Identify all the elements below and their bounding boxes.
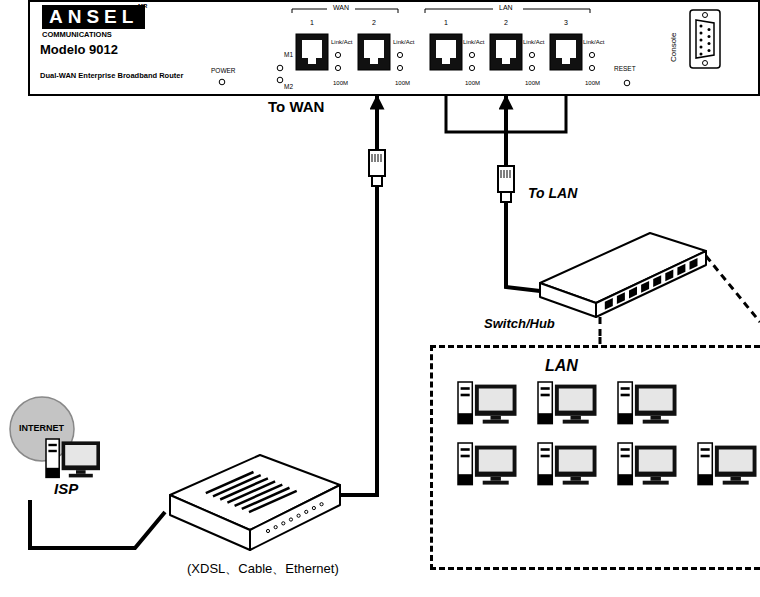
led-label: Link/Act (331, 39, 352, 45)
status-dot (282, 522, 285, 525)
connector-label: To LAN (526, 186, 579, 201)
status-dot (274, 526, 277, 529)
led-label: 100M (465, 80, 480, 86)
computer-icon (458, 443, 517, 485)
device-label: Switch/Hub (484, 317, 555, 331)
led (277, 65, 283, 71)
modem-label: (XDSL、Cable、Ethernet) (187, 562, 339, 576)
led-label: 100M (585, 80, 600, 86)
cable-connector (30, 500, 165, 548)
led (529, 52, 534, 57)
connector-label: To WAN (266, 99, 326, 116)
lan-region: LAN (430, 345, 760, 570)
switch-port (617, 292, 625, 304)
isp-label: ISP (54, 481, 78, 497)
computer-icon (538, 382, 597, 424)
vent-slot (249, 491, 297, 512)
led (335, 65, 340, 70)
port-number: 1 (310, 19, 314, 26)
internet-isp: INTERNET ISP (8, 395, 108, 500)
led (397, 52, 402, 57)
dashed-link (599, 317, 602, 337)
switch-front (540, 283, 596, 317)
rj45-port (296, 34, 328, 70)
node-shape (433, 348, 760, 573)
modem-device: (XDSL、Cable、Ethernet) (165, 450, 365, 585)
led (469, 52, 474, 57)
switch-port (665, 269, 673, 281)
model-name: Modelo 9012 (40, 43, 118, 57)
led-label: Link/Act (523, 39, 544, 45)
status-dot (305, 510, 308, 513)
led (277, 77, 283, 83)
led (397, 65, 402, 70)
led-label: Link/Act (463, 39, 484, 45)
rj45-port (430, 34, 462, 70)
port-number: 3 (564, 19, 568, 26)
led (589, 65, 594, 70)
led-label: Link/Act (583, 39, 604, 45)
lan-plug (498, 166, 514, 202)
led (589, 52, 594, 57)
led-label: 100M (333, 80, 348, 86)
cloud-label: INTERNET (19, 424, 64, 433)
port-number: 2 (504, 19, 508, 26)
cable-connector (599, 337, 602, 345)
led-label: 100M (525, 80, 540, 86)
port-group-label: LAN (499, 4, 513, 11)
switch-port (690, 258, 698, 270)
brand-subtitle: COMMUNICATIONS (42, 31, 112, 39)
led (219, 79, 225, 85)
switch-port (653, 275, 661, 287)
led (529, 65, 534, 70)
computer-icon (618, 382, 677, 424)
led-label: 100M (395, 80, 410, 86)
status-dot (320, 503, 323, 506)
port-label: Console (670, 33, 678, 62)
rj45-port (550, 34, 582, 70)
model-description: Dual-WAN Enterprise Broadband Router (40, 72, 183, 80)
status-dot (266, 529, 269, 532)
network-label: LAN (545, 358, 578, 375)
rj45-port (358, 34, 390, 70)
status-dot (297, 514, 300, 517)
switch-port (605, 298, 613, 310)
wan-plug (369, 150, 385, 186)
rj45-port (490, 34, 522, 70)
cable-stub (340, 493, 365, 497)
router-panel: ANSELMR COMMUNICATIONS Modelo 9012Dual-WAN… (28, 0, 760, 96)
modem-side (250, 485, 340, 550)
port-number: 1 (444, 19, 448, 26)
computer-icon (698, 443, 757, 485)
port-group-label: WAN (333, 4, 349, 11)
cable-stub (506, 215, 540, 291)
led-label: M1 (284, 52, 293, 59)
led-label: M2 (284, 84, 293, 91)
switch-port (641, 281, 649, 293)
mark-sign: MR (138, 3, 147, 9)
switch-port (677, 264, 685, 276)
switch-port (629, 287, 637, 299)
console-port (690, 10, 720, 68)
led (335, 52, 340, 57)
led (624, 80, 630, 86)
status-dot (289, 518, 292, 521)
computer-icon (458, 382, 517, 424)
brand-logo: ANSEL (42, 5, 145, 29)
computer-icon (618, 443, 677, 485)
computer-icon (538, 443, 597, 485)
button-label: RESET (614, 66, 636, 73)
computer-icon (46, 439, 100, 477)
led (469, 65, 474, 70)
led-label: POWER (211, 68, 236, 75)
dashed-link (706, 256, 760, 322)
lan-bracket (446, 96, 566, 132)
status-dot (312, 506, 315, 509)
switch-side (596, 251, 706, 317)
led-label: Link/Act (393, 39, 414, 45)
port-number: 2 (372, 19, 376, 26)
switch-hub: Switch/Hub (480, 215, 710, 337)
